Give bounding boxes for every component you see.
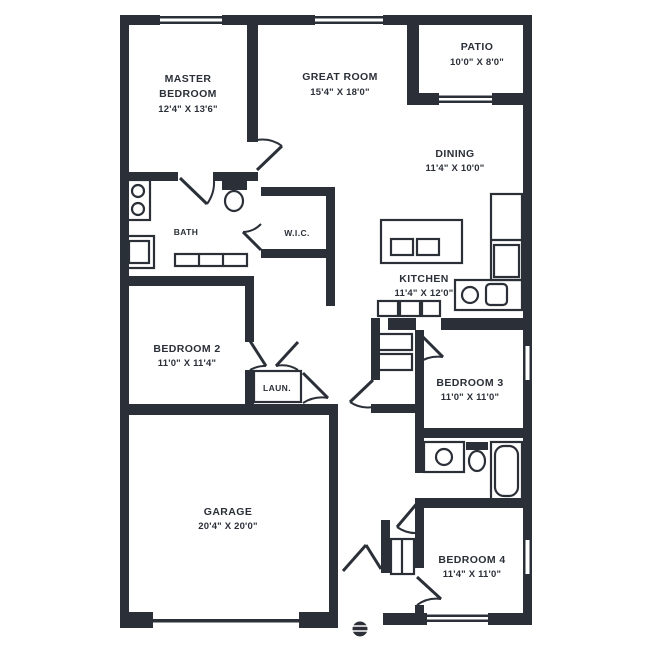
window-icon: [315, 16, 383, 24]
garage-door-icon: [153, 619, 299, 623]
room-label-walk-in-closet: W.I.C.: [284, 228, 310, 238]
vanity-sink-icon: [125, 178, 152, 222]
room-label-bedroom-2: BEDROOM 2 11'0" X 11'4": [153, 343, 220, 369]
door-arc-icon: [395, 500, 421, 535]
room-dimensions: 11'0" X 11'0": [441, 392, 499, 403]
room-name: GREAT ROOM: [302, 71, 378, 83]
room-dimensions: 11'0" X 11'4": [158, 358, 216, 369]
room-dimensions: 15'4" X 18'0": [310, 87, 369, 98]
room-label-laundry: LAUN.: [263, 383, 291, 393]
room-name: BEDROOM: [159, 88, 217, 100]
walls: [120, 15, 532, 628]
door-arc-icon: [178, 176, 216, 206]
room-label-dining: DINING 11'4" X 10'0": [426, 148, 485, 174]
room-label-kitchen: KITCHEN 11'4" X 12'0": [395, 273, 454, 299]
room-name: BEDROOM 3: [436, 377, 503, 389]
room-name: BEDROOM 4: [438, 554, 505, 566]
toilet-icon: [466, 442, 488, 473]
windows: [153, 16, 532, 623]
room-name: KITCHEN: [399, 273, 448, 285]
room-label-bedroom-3: BEDROOM 3 11'0" X 11'0": [436, 377, 503, 403]
kitchen-island-icon: [379, 218, 464, 265]
room-name: DINING: [435, 148, 474, 160]
room-label-garage: GARAGE 20'4" X 20'0": [198, 506, 257, 532]
room-name: LAUN.: [263, 383, 291, 393]
door-arc-icon: [301, 371, 330, 404]
room-label-patio: PATIO 10'0" X 8'0": [450, 41, 504, 68]
coat-closet-icon: [389, 537, 416, 576]
room-name: W.I.C.: [284, 228, 310, 238]
window-icon: [427, 614, 488, 622]
door-arc-icon: [241, 223, 263, 252]
cabinet-icon: [376, 299, 442, 318]
wall-window-gaps: [522, 346, 533, 574]
room-name: PATIO: [461, 41, 494, 53]
door-arc-icon: [416, 330, 445, 364]
room-dimensions: 11'4" X 11'0": [443, 569, 501, 580]
room-dimensions: 11'4" X 10'0": [426, 163, 485, 174]
room-dimensions: 10'0" X 8'0": [450, 57, 504, 68]
window-icon: [523, 540, 532, 574]
room-name: BEDROOM 2: [153, 343, 220, 355]
room-name: GARAGE: [204, 506, 253, 518]
room-label-bedroom-4: BEDROOM 4 11'4" X 11'0": [438, 554, 505, 580]
room-name: MASTER: [165, 73, 212, 85]
room-dimensions: 12'4" X 13'6": [158, 104, 217, 115]
refrigerator-icon: [489, 192, 524, 282]
kitchen-sink-icon: [453, 278, 524, 312]
laundry-closet-icon: [252, 369, 303, 404]
cabinet-icon: [173, 252, 249, 268]
room-labels: MASTER BEDROOM 12'4" X 13'6" GREAT ROOM …: [153, 41, 505, 580]
window-icon: [158, 16, 222, 24]
doors: [178, 138, 445, 606]
entry-double-door-icon: [341, 544, 383, 572]
door-arc-icon: [415, 575, 443, 606]
fixtures: [122, 178, 524, 637]
vanity-sink-icon: [422, 440, 466, 474]
bathtub-icon: [489, 440, 524, 502]
room-label-master-bedroom: MASTER BEDROOM 12'4" X 13'6": [158, 73, 217, 115]
window-icon: [523, 346, 532, 380]
double-door-arc-icon: [248, 340, 300, 371]
closet-shelves-icon: [374, 332, 414, 372]
toilet-icon: [222, 181, 247, 213]
shower-icon: [122, 234, 156, 270]
room-label-great-room: GREAT ROOM 15'4" X 18'0": [302, 71, 378, 98]
room-name: BATH: [174, 227, 199, 237]
room-dimensions: 20'4" X 20'0": [198, 521, 257, 532]
door-arc-icon: [348, 378, 375, 409]
room-label-master-bath: BATH: [174, 227, 199, 237]
sliding-door-icon: [439, 95, 492, 103]
room-dimensions: 11'4" X 12'0": [395, 288, 454, 299]
door-arc-icon: [255, 138, 284, 172]
porch-column-icon: [352, 621, 368, 637]
